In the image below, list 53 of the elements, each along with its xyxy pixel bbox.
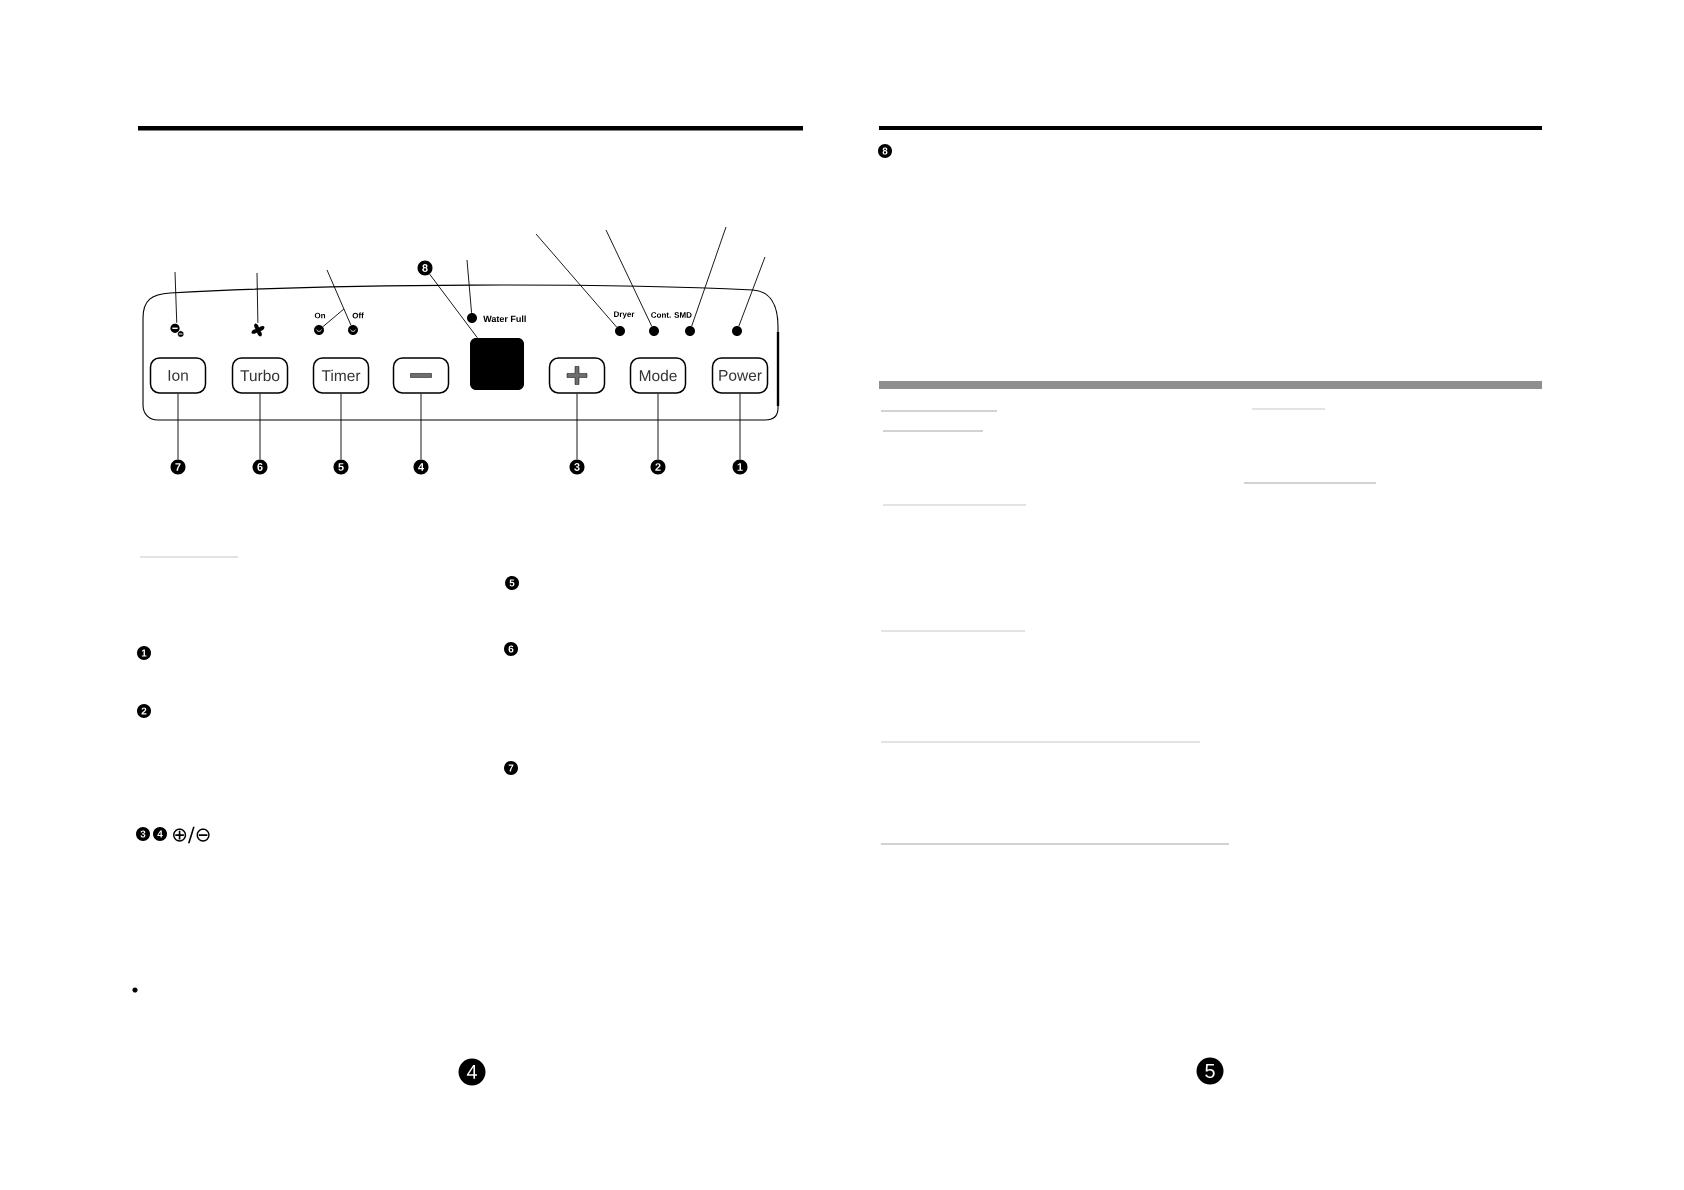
leader-line	[259, 393, 261, 460]
leader-line	[174, 271, 178, 324]
control-panel	[142, 284, 780, 421]
callout-number: 5	[333, 459, 349, 475]
page-number: 5	[1196, 1057, 1224, 1085]
plus-button	[548, 357, 606, 394]
callout-number: 8	[417, 260, 433, 276]
leader-line	[739, 393, 741, 460]
callout-number: 1	[732, 459, 748, 475]
leader-line	[576, 393, 578, 460]
indicator-label: On	[314, 312, 326, 319]
leader-line	[420, 393, 422, 460]
push-button: Ion	[149, 357, 207, 394]
callout-number: 5	[505, 576, 519, 590]
callout-number: 1	[137, 646, 151, 660]
callout-number: 3	[136, 827, 150, 841]
push-button: Turbo	[231, 357, 289, 394]
callout-number: 6	[252, 459, 268, 475]
push-button: Power	[711, 357, 769, 394]
callout-number: 6	[504, 642, 518, 656]
leader-line	[256, 272, 259, 324]
leader-line	[691, 226, 727, 327]
indicator-label: SMD	[674, 312, 692, 318]
page-number: 4	[458, 1058, 486, 1086]
callout-number: 8	[878, 144, 892, 158]
callout-number: 7	[170, 459, 186, 475]
minus-button	[392, 357, 450, 394]
indicator-light	[732, 326, 742, 336]
leader-line	[657, 393, 659, 460]
leader-line	[535, 233, 618, 328]
leader-line	[605, 229, 653, 327]
plus-minus-symbols: ⊕/⊖	[173, 826, 210, 844]
fan-icon	[251, 323, 265, 337]
indicator-label: Off	[352, 312, 364, 319]
push-button: Timer	[312, 357, 370, 394]
leader-line	[340, 393, 342, 460]
leader-line	[466, 259, 472, 314]
callout-number: 4	[153, 827, 167, 841]
indicator-label: Water Full	[483, 315, 526, 323]
callout-number: 7	[504, 761, 518, 775]
leader-line	[322, 269, 352, 328]
callout-number: 3	[569, 459, 585, 475]
callout-number: 4	[413, 459, 429, 475]
ion-icon	[170, 323, 185, 338]
callout-number: 2	[650, 459, 666, 475]
leader-line	[177, 393, 179, 460]
leader-line	[738, 256, 766, 327]
display-screen	[470, 338, 524, 390]
callout-number: 2	[137, 704, 151, 718]
indicator-label: Dryer	[614, 311, 635, 319]
push-button: Mode	[629, 357, 687, 394]
leader-line	[429, 273, 478, 339]
indicator-label: Cont.	[651, 312, 671, 318]
